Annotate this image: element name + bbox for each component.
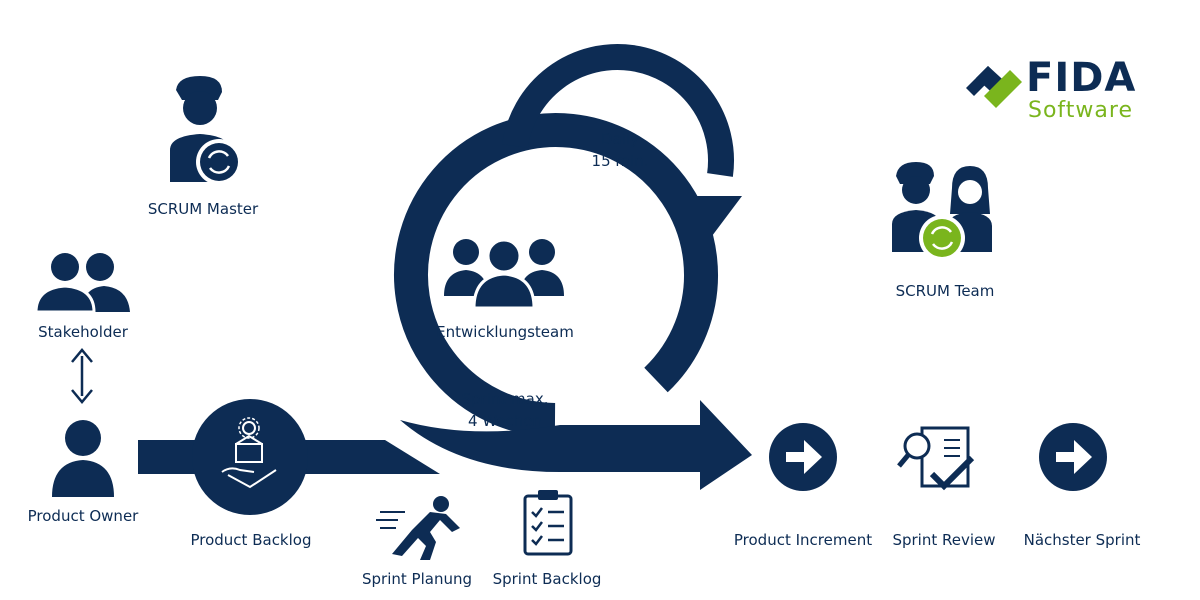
label-stakeholder: Stakeholder [38, 323, 128, 341]
team-icon [444, 238, 564, 310]
label-naechster-sprint: Nächster Sprint [1023, 531, 1141, 549]
sprint-loop [394, 113, 718, 437]
logo-brand: FIDA [1026, 55, 1137, 101]
flow-bar-middle [300, 440, 440, 474]
label-sprint-review: Sprint Review [892, 531, 996, 549]
runner-icon [376, 496, 460, 560]
scrum-master-icon [170, 76, 242, 185]
document-magnifier-icon [897, 426, 975, 491]
daily-arrowhead [682, 196, 742, 236]
label-daily-line2: 15 min. [591, 152, 649, 170]
label-entwicklungsteam: Entwicklungsteam [436, 323, 574, 341]
label-sprint-planung: Sprint Planung [362, 570, 472, 588]
flow-arrow-main [400, 400, 752, 490]
label-product-increment: Product Increment [733, 531, 873, 549]
fida-logo-mark [966, 66, 1022, 108]
label-scrum-team: SCRUM Team [895, 282, 995, 300]
arrow-circle-icon [1039, 423, 1107, 491]
label-scrum-master: SCRUM Master [147, 200, 259, 218]
clipboard-checklist-icon [523, 490, 573, 556]
bidirectional-arrow-icon [71, 348, 93, 404]
label-sprint-line1: Sprint max. [461, 390, 549, 408]
arrow-circle-icon [769, 423, 837, 491]
label-daily-line1: Daily [601, 130, 639, 148]
label-sprint-line2: 4 Wochen [468, 412, 542, 430]
label-product-owner: Product Owner [27, 507, 139, 525]
hand-box-gear-icon [192, 399, 308, 515]
daily-arc [502, 44, 734, 177]
label-sprint-backlog: Sprint Backlog [492, 570, 602, 588]
stakeholder-group-icon [34, 253, 130, 314]
label-product-backlog: Product Backlog [190, 531, 312, 549]
logo-sub: Software [1028, 98, 1133, 123]
flow-bar-left [138, 440, 198, 474]
scrum-team-icon [892, 162, 992, 261]
person-icon [52, 420, 114, 497]
